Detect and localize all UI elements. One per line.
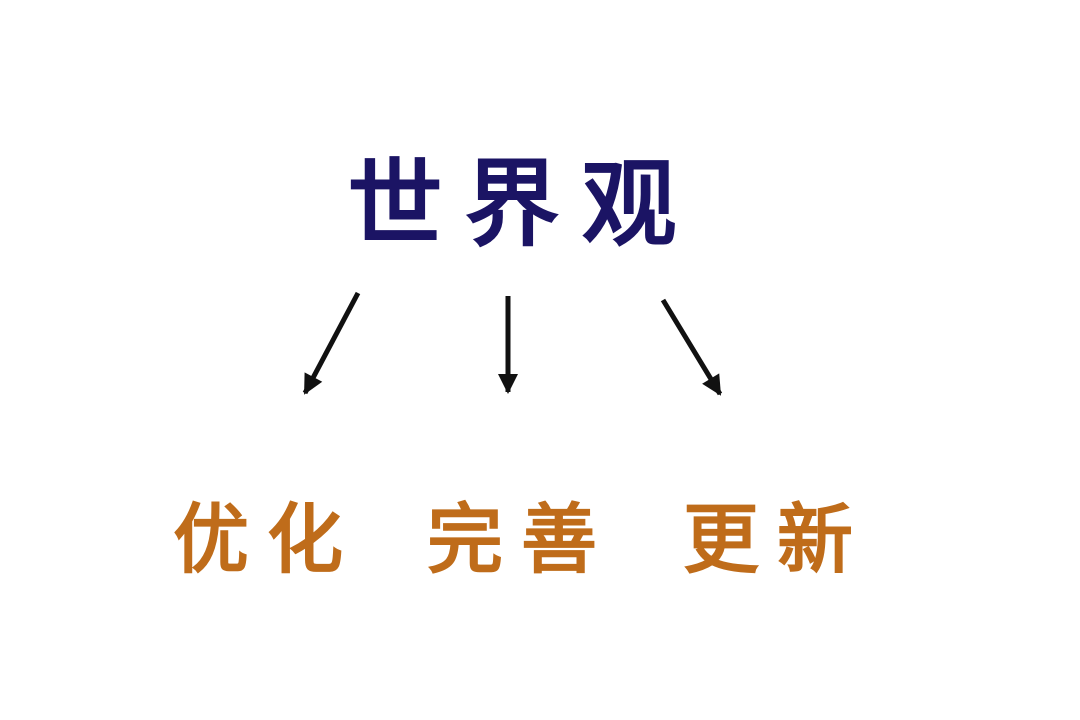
branch-improve-label: 完善 bbox=[427, 495, 615, 584]
branch-update-label: 更新 bbox=[683, 495, 871, 584]
arrow-down-left-icon bbox=[302, 291, 361, 395]
arrow-down-right-icon bbox=[660, 298, 723, 396]
branch-optimize-label: 优化 bbox=[173, 495, 361, 584]
diagram-title: 世界观 bbox=[347, 149, 699, 260]
